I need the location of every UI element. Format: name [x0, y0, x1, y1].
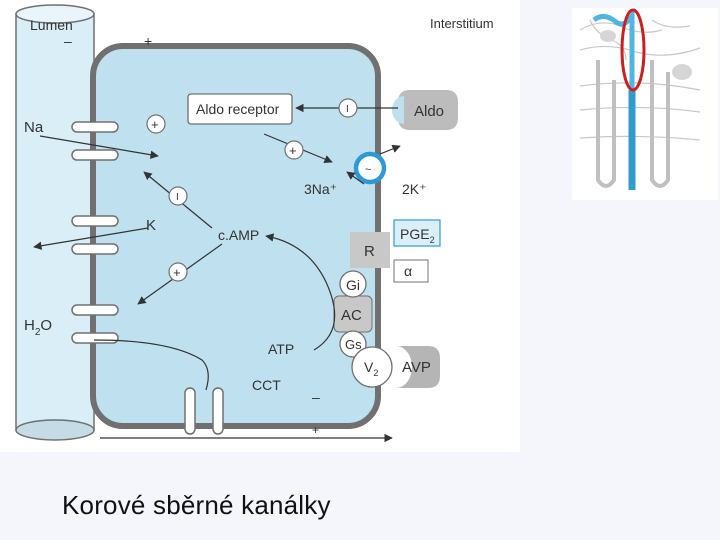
interstitium-label: Interstitium	[430, 16, 494, 31]
bottom-minus: –	[312, 389, 320, 405]
bottom-plus: +	[312, 423, 319, 437]
slide-caption: Korové sběrné kanálky	[62, 490, 331, 520]
alpha-label: α	[404, 263, 412, 279]
atp-label: ATP	[268, 341, 294, 357]
modulator-circles	[146, 98, 358, 282]
gs-label: Gs	[345, 337, 362, 352]
k-label: K	[146, 217, 156, 234]
aldo-ligand	[398, 90, 458, 130]
lumen-charge: –	[64, 33, 72, 49]
pge2-box	[393, 219, 441, 247]
plus-circle-na	[146, 114, 166, 134]
paracellular-channel	[184, 387, 224, 435]
v2-label: V2	[364, 359, 378, 378]
plus-water: +	[173, 265, 181, 280]
aldo-label: Aldo	[414, 103, 444, 120]
water-channel-bottom	[71, 332, 119, 344]
gs-circle	[339, 330, 367, 358]
gi-circle	[339, 270, 367, 298]
na-arrow	[39, 135, 159, 159]
inhibit-aldo: I	[346, 104, 349, 115]
na-channel-bottom	[71, 149, 119, 161]
nephron-thumbnail	[572, 7, 718, 200]
cell-membrane-line	[93, 339, 209, 391]
aldo-receptor-label: Aldo receptor	[196, 101, 280, 117]
na-k-pump	[353, 151, 387, 185]
atp-to-camp-arrow	[265, 233, 336, 351]
camp-label: c.AMP	[218, 227, 259, 243]
na-label: Na	[24, 119, 44, 136]
k-arrow	[33, 227, 149, 250]
pge2-label: PGE2	[400, 226, 435, 245]
apical-channels	[71, 121, 119, 344]
avp-label: AVP	[402, 359, 431, 376]
lumen-label: Lumen	[30, 17, 73, 33]
pump-k-in	[379, 144, 401, 155]
h2o-label: H2O	[24, 317, 52, 338]
ac-label: AC	[341, 307, 362, 324]
gi-label: Gi	[346, 277, 360, 293]
v2-receptor	[351, 346, 393, 388]
inhibit-circle-k	[168, 186, 188, 206]
water-channel-top	[71, 304, 119, 316]
k-channel-top	[71, 215, 119, 227]
na-channel-top	[71, 121, 119, 133]
alpha-box	[393, 259, 429, 283]
inhibit-circle-aldo	[338, 98, 358, 118]
plus-receptor: +	[289, 143, 297, 158]
inhibit-k: I	[176, 192, 179, 203]
plus-circle-water	[168, 262, 188, 282]
cell-charge-top: +	[144, 33, 152, 49]
k-pump-label: 2K⁺	[402, 181, 427, 197]
pump-na-out	[346, 171, 365, 185]
r-receptor	[350, 232, 390, 268]
cct-label: CCT	[252, 377, 281, 393]
pump-symbol: ~	[365, 164, 371, 176]
avp-ligand	[396, 346, 440, 388]
k-channel-bottom	[71, 243, 119, 255]
aldo-receptor-box	[187, 93, 293, 125]
plus-na: +	[151, 117, 159, 132]
na-pump-label: 3Na⁺	[304, 181, 337, 197]
r-label: R	[364, 243, 375, 260]
plus-circle-receptor	[284, 140, 304, 160]
